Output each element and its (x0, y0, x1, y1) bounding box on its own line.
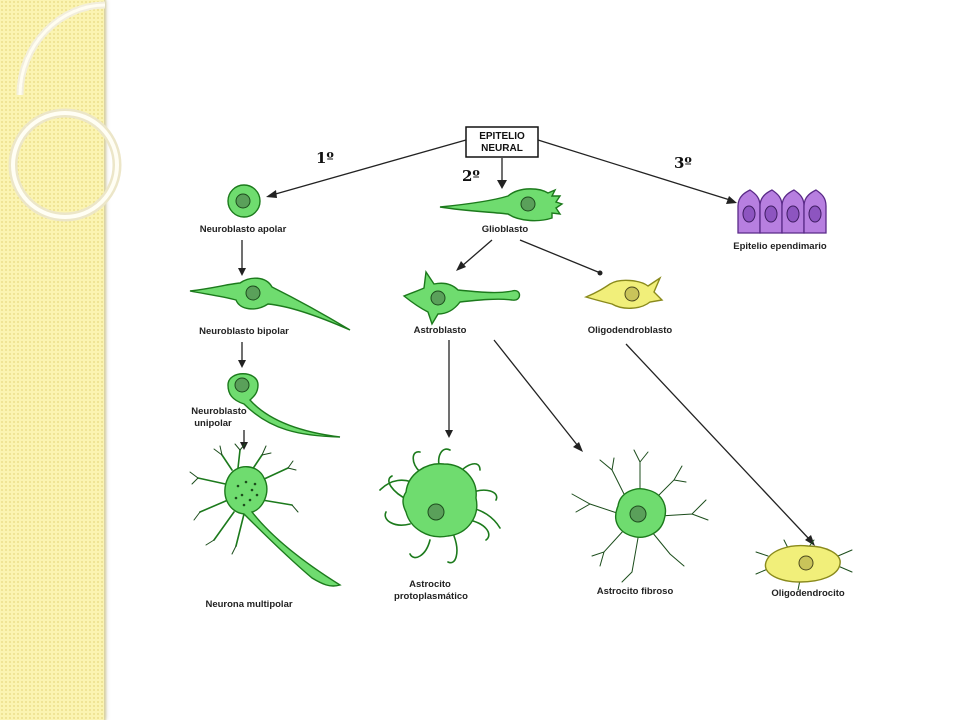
root-arrows (266, 139, 737, 204)
bipolar-body (189, 277, 351, 331)
arrow-to-ependymal (537, 139, 731, 201)
label-oligodendroblasto: Oligodendroblasto (588, 325, 673, 336)
label-neurona-multipolar: Neurona multipolar (205, 599, 292, 610)
arrowhead-fibrous (573, 442, 583, 452)
astroblasto-nucleus (430, 290, 446, 306)
fibrous-nucleus (629, 505, 647, 523)
step-second: 2º (462, 167, 480, 185)
arrow-astroblast-fibrous (493, 339, 579, 447)
deco-ring-highlight (11, 111, 119, 219)
glioblasto-body (439, 188, 564, 222)
arrowhead-bipolar-unipolar (238, 360, 246, 368)
label-neuroblasto-apolar: Neuroblasto apolar (200, 224, 287, 235)
multipolar-dendrites (197, 449, 293, 547)
cell-astroblasto (402, 270, 521, 326)
label-neuroblasto-bipolar: Neuroblasto bipolar (199, 326, 289, 337)
label-astrocito-proto-1: Astrocito (409, 579, 451, 590)
astroblasto-body (402, 270, 521, 326)
cell-astrocito-protoplasmatico (379, 448, 501, 564)
ependymal-nucleus-1 (742, 205, 756, 223)
cell-glioblasto (439, 188, 564, 222)
arrowhead-unipolar-multipolar (240, 442, 248, 450)
multipolar-body (224, 466, 342, 587)
arrow-glioblast-oligodendroblast (519, 239, 599, 273)
step-third: 3º (674, 154, 692, 172)
cell-epitelio-ependimario (737, 189, 827, 234)
unipolar-body (227, 373, 341, 438)
cell-oligodendroblasto (583, 276, 664, 309)
label-glioblasto: Glioblasto (482, 224, 529, 235)
cell-astrocito-fibroso (571, 449, 709, 583)
arrowhead-neuroblast (266, 190, 277, 198)
cell-neuroblasto-bipolar (189, 277, 351, 331)
root-label-line2: NEURAL (481, 143, 523, 154)
ependymal-nucleus-3 (786, 205, 800, 223)
label-astrocito-fibroso: Astrocito fibroso (597, 586, 674, 597)
arrowhead-apolar-bipolar (238, 268, 246, 276)
deco-arc-top-highlight (18, 3, 106, 96)
cell-neurona-multipolar (189, 443, 342, 587)
oligodendroblasto-body (583, 276, 664, 309)
sidebar-edge (104, 0, 107, 720)
arrow-oligoblast-oligodendrocyte (625, 343, 811, 541)
arrowhead-astroblast (456, 261, 466, 271)
fibrous-processes (571, 449, 709, 583)
glioblasto-nucleus (520, 196, 536, 212)
arrowhead-oligodendroblast (597, 270, 603, 276)
arrowhead-oligodendrocyte (805, 535, 815, 546)
cell-oligodendrocito (755, 539, 853, 591)
step-first: 1º (316, 149, 334, 167)
arrowhead-ependymal (726, 196, 737, 204)
root-box-frame (465, 126, 539, 158)
label-neuroblasto-unipolar-1: Neuroblasto (191, 406, 247, 417)
label-neuroblasto-unipolar-2: unipolar (194, 418, 232, 429)
arrow-to-neuroblast (271, 139, 467, 196)
protoplasmic-nucleus (427, 503, 445, 521)
arrowhead-protoplasmic (445, 430, 453, 438)
cell-neuroblasto-apolar (227, 184, 261, 218)
root-label-line1: EPITELIO (479, 131, 525, 142)
label-astroblasto: Astroblasto (414, 325, 467, 336)
multipolar-fine-branches (189, 443, 299, 555)
multipolar-granules (234, 480, 259, 507)
cell-neuroblasto-unipolar (227, 373, 341, 438)
label-epitelio-ependimario: Epitelio ependimario (733, 241, 827, 252)
decorative-circles (8, 1, 122, 222)
label-astrocito-proto-2: protoplasmático (394, 591, 468, 602)
apolar-nucleus (235, 193, 251, 209)
bipolar-nucleus (245, 285, 261, 301)
root-box: EPITELIO NEURAL (465, 126, 539, 158)
unipolar-nucleus (234, 377, 250, 393)
protoplasmic-processes (379, 448, 501, 564)
ependymal-nucleus-4 (808, 205, 822, 223)
label-oligodendrocito: Oligodendrocito (771, 588, 845, 599)
oligodendroblasto-nucleus (624, 286, 640, 302)
arrow-glioblast-astroblast (461, 239, 493, 267)
oligodendrocyte-processes (755, 539, 853, 591)
oligodendrocyte-nucleus (798, 555, 814, 571)
ependymal-nucleus-2 (764, 205, 778, 223)
arrowhead-glioblast (497, 180, 507, 189)
protoplasmic-body (402, 463, 478, 538)
